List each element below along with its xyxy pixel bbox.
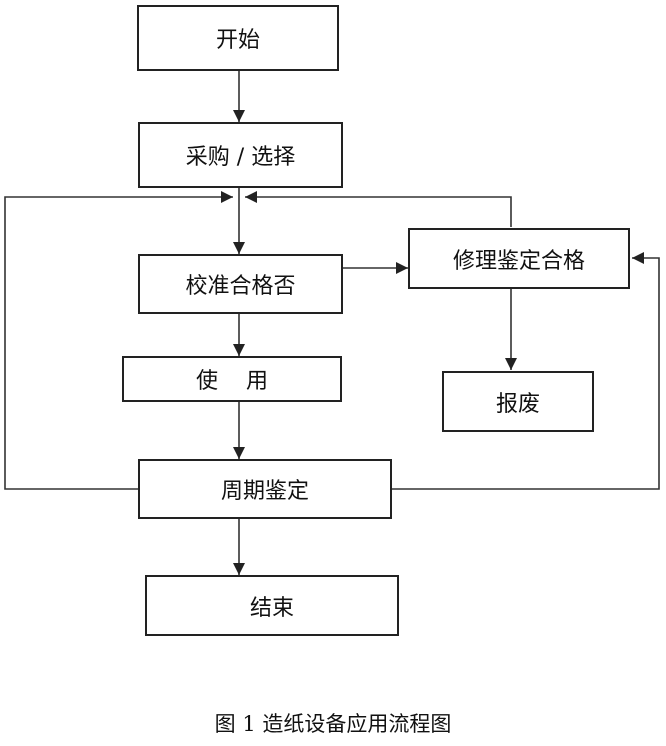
node-start: 开始 [137, 5, 339, 71]
node-end: 结束 [145, 575, 399, 636]
node-repair-appraisal: 修理鉴定合格 [408, 228, 630, 289]
figure-caption: 图 1 造纸设备应用流程图 [214, 712, 452, 736]
loop-periodic-to-check [4, 191, 233, 490]
node-periodic-appraisal: 周期鉴定 [138, 459, 392, 519]
node-use: 使 用 [122, 356, 342, 402]
node-purchase-select: 采购 / 选择 [138, 122, 343, 188]
flowchart-connectors [4, 70, 660, 575]
loop-periodic-to-repair [392, 252, 660, 490]
node-calibration-check: 校准合格否 [138, 254, 343, 314]
loop-repair-to-check [245, 191, 512, 227]
node-scrap: 报废 [442, 371, 594, 432]
